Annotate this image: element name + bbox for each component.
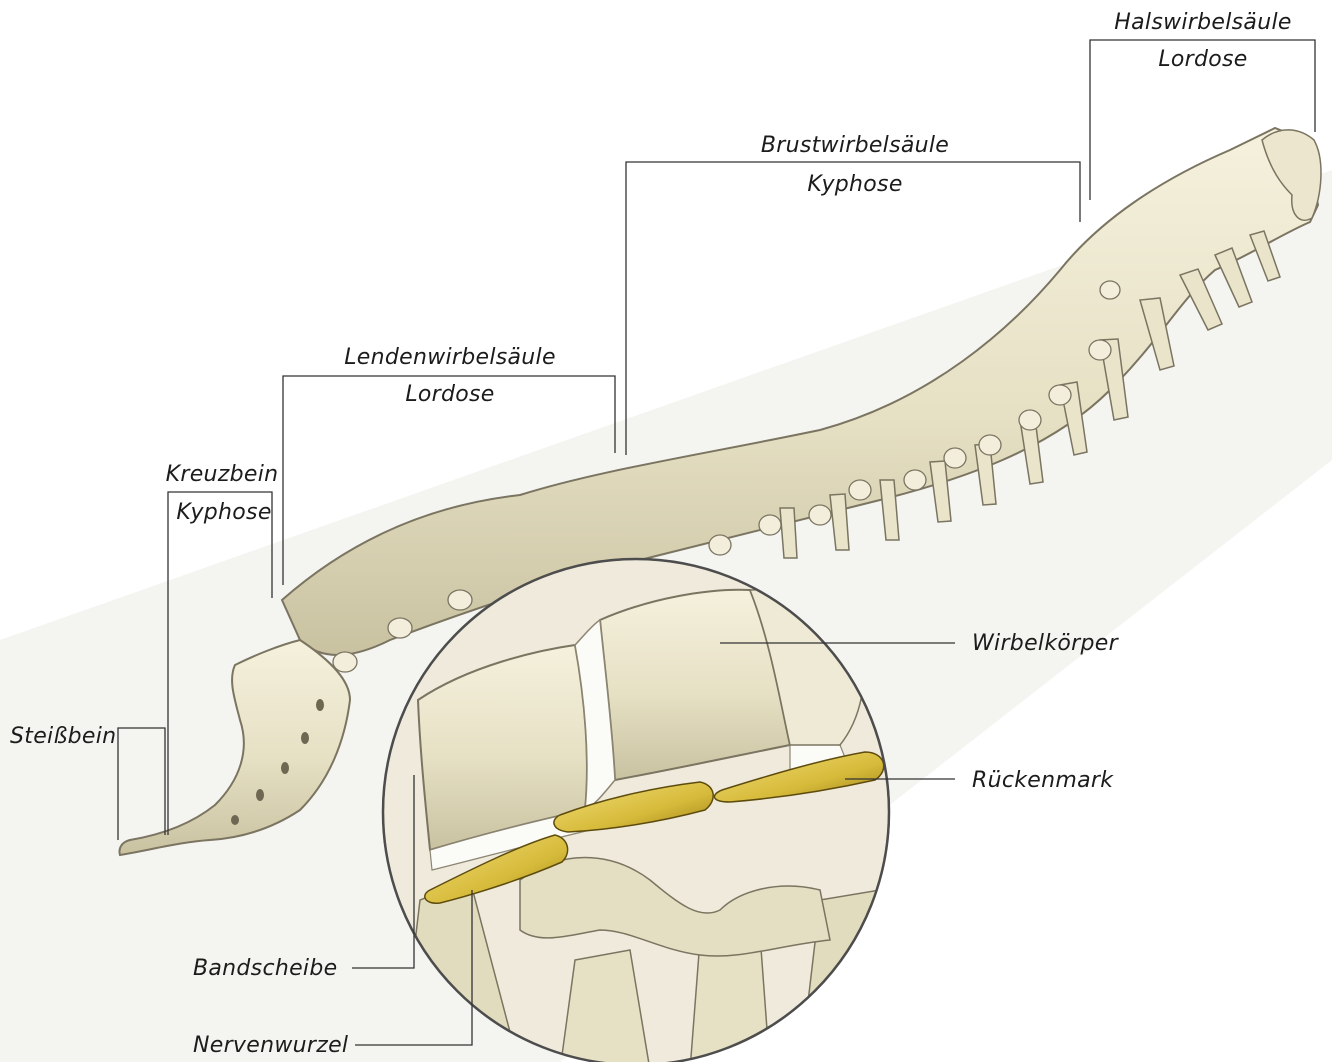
label-sacrum-region: Kreuzbein xyxy=(166,462,279,487)
label-lumbar-curve: Lordose xyxy=(405,382,494,407)
label-spinal-cord: Rückenmark xyxy=(972,768,1113,793)
label-disc: Bandscheibe xyxy=(193,956,337,981)
label-cervical-curve: Lordose xyxy=(1158,47,1247,72)
label-thoracic-curve: Kyphose xyxy=(807,172,902,197)
label-coccyx: Steißbein xyxy=(10,724,116,749)
label-cervical-region: Halswirbelsäule xyxy=(1114,10,1291,35)
label-nerve-root: Nervenwurzel xyxy=(193,1033,348,1058)
label-sacrum-curve: Kyphose xyxy=(176,500,271,525)
label-vertebral-body: Wirbelkörper xyxy=(972,631,1118,656)
label-thoracic-region: Brustwirbelsäule xyxy=(761,133,949,158)
label-lumbar-region: Lendenwirbelsäule xyxy=(344,345,556,370)
magnified-inset xyxy=(383,559,889,1062)
